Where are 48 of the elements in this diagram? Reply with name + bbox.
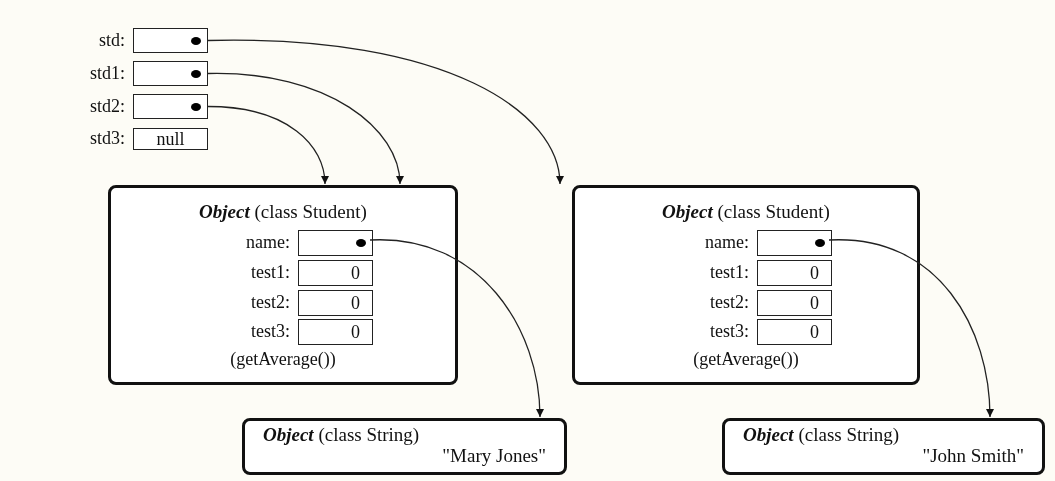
variable-label: std2:: [90, 96, 125, 117]
method-text: (getAverage()): [229, 350, 337, 370]
value-cell: [757, 290, 832, 316]
value-cell: [298, 260, 373, 286]
cell-value: 0: [810, 264, 819, 282]
pointer-arrow: [828, 239, 994, 418]
string-object-box: [242, 418, 567, 475]
object-title: Object (class String): [743, 425, 900, 446]
object-title: Object (class Student): [198, 202, 368, 223]
variable-label: name:: [246, 233, 290, 253]
cell-value: 0: [810, 294, 819, 312]
method-text: (getAverage()): [692, 350, 800, 370]
pointer-arrow: [207, 72, 404, 185]
pointer-arrow: [207, 39, 563, 185]
cell-value: 0: [810, 323, 819, 341]
string-value: "Mary Jones": [442, 446, 546, 467]
string-value: "John Smith": [922, 446, 1024, 467]
pointer-cell: [757, 230, 832, 256]
value-cell: [757, 260, 832, 286]
pointer-cell: [133, 94, 208, 119]
object-box: [108, 185, 458, 385]
value-cell: [298, 290, 373, 316]
variable-label: name:: [705, 233, 749, 253]
variable-label: test3:: [710, 322, 749, 342]
value-cell: [757, 319, 832, 345]
variable-label: test3:: [251, 322, 290, 342]
pointer-cell: [298, 230, 373, 256]
variable-label: std1:: [90, 63, 125, 84]
value-cell: [298, 319, 373, 345]
variable-label: std3:: [90, 129, 125, 149]
cell-value: null: [156, 130, 185, 148]
pointer-cell: [133, 61, 208, 86]
pointer-cell: [133, 28, 208, 53]
variable-label: test1:: [251, 263, 290, 283]
variable-label: test2:: [251, 293, 290, 313]
variable-label: std:: [99, 30, 125, 51]
cell-value: 0: [351, 294, 360, 312]
pointer-arrow: [207, 105, 329, 185]
pointer-arrow: [369, 239, 544, 418]
cell-value: 0: [351, 323, 360, 341]
variable-label: test2:: [710, 293, 749, 313]
value-cell: [133, 128, 208, 150]
object-box: [572, 185, 920, 385]
cell-value: 0: [351, 264, 360, 282]
object-title: Object (class String): [263, 425, 420, 446]
string-object-box: [722, 418, 1045, 475]
variable-label: test1:: [710, 263, 749, 283]
object-title: Object (class Student): [661, 202, 831, 223]
